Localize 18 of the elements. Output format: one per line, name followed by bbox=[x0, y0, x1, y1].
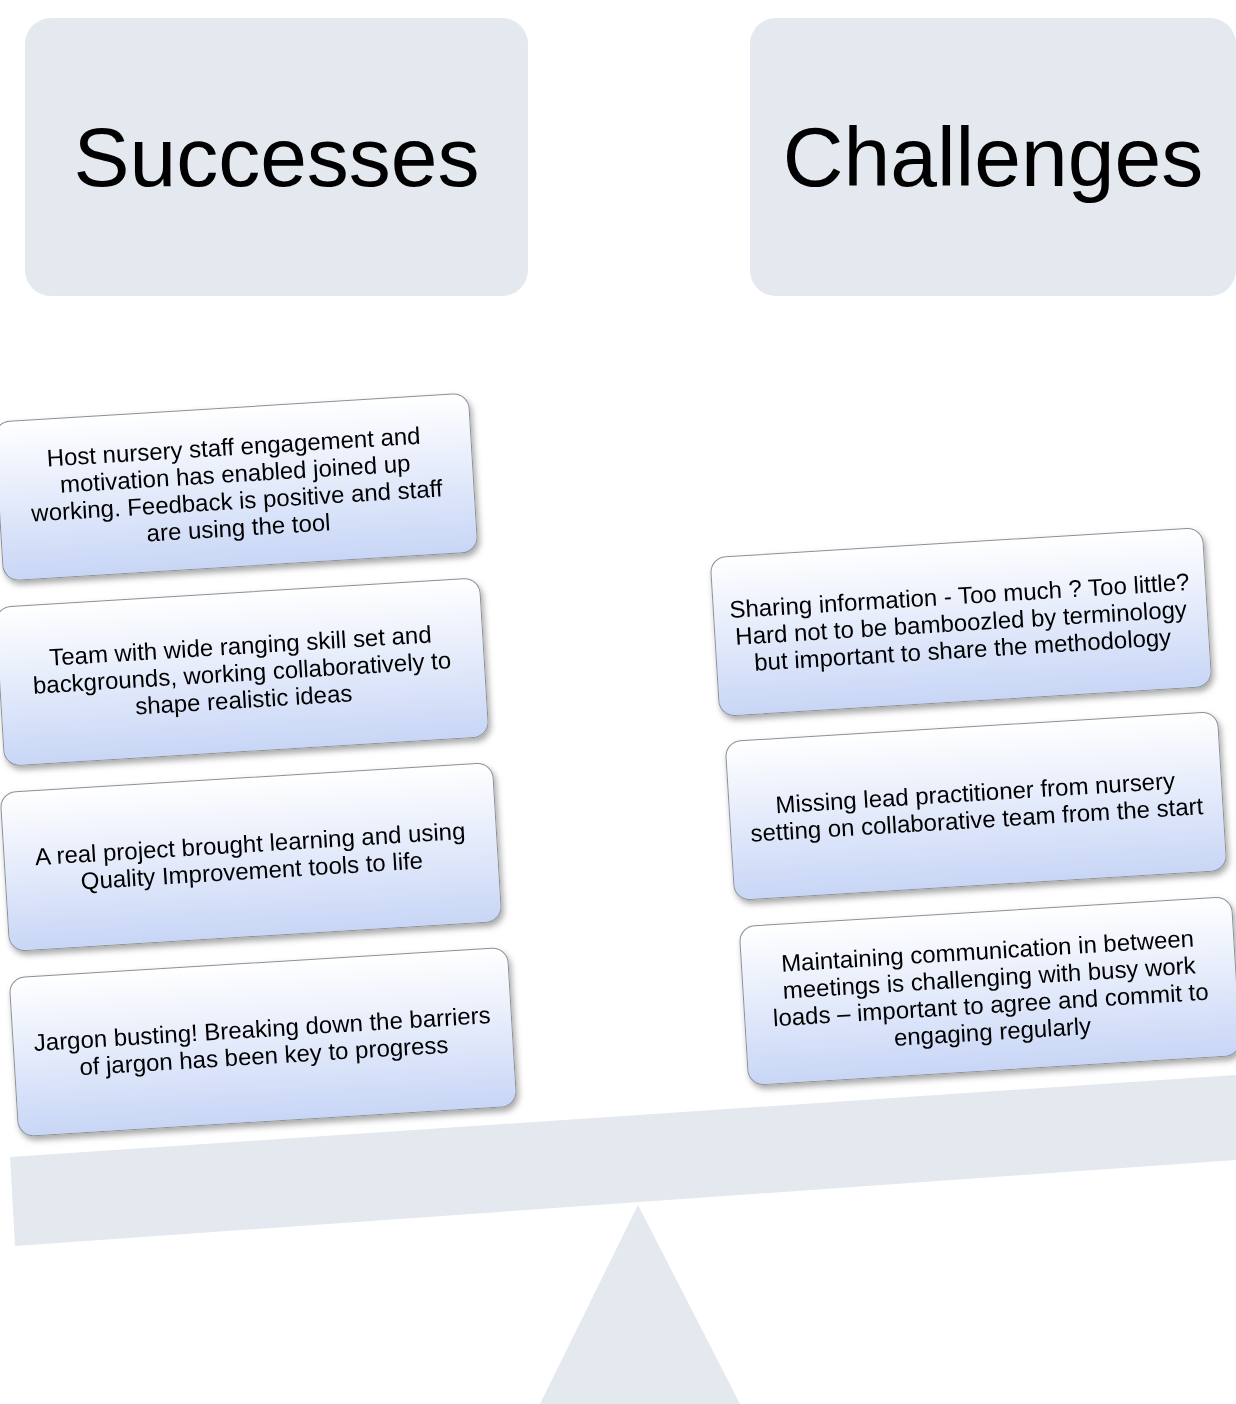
card-text: Maintaining communication in between meetings is challenging with busy work loads – important to agree and commit to engaging regularly bbox=[771, 923, 1211, 1053]
text-card bbox=[0, 762, 503, 952]
text-card bbox=[0, 392, 479, 582]
card-text: Jargon busting! Breaking down the barriers of jargon has been key to progress bbox=[32, 1000, 493, 1083]
text-card bbox=[8, 946, 518, 1138]
heading-panel bbox=[25, 18, 528, 296]
card-text: Host nursery staff engagement and motivation has enabled joined up working. Feedback is positive and staff are using the tool bbox=[29, 420, 445, 549]
heading: Challenges bbox=[782, 108, 1204, 206]
text-card bbox=[724, 711, 1228, 901]
card-text: Sharing information - Too much ? Too little? Hard not to be bamboozled by terminology but important to share the methodology bbox=[727, 567, 1192, 677]
card-text: Team with wide ranging skill set and backgrounds, working collaboratively to shape realistic ideas bbox=[31, 618, 453, 722]
card-text: A real project brought learning and using Quality Improvement tools to life bbox=[33, 815, 468, 897]
text-card bbox=[738, 896, 1236, 1086]
heading: Successes bbox=[73, 108, 480, 206]
heading-panel bbox=[750, 18, 1236, 296]
text-card bbox=[709, 527, 1213, 717]
text-card bbox=[0, 577, 490, 767]
card-text: Missing lead practitioner from nursery setting on collaborative team from the start bbox=[748, 765, 1205, 848]
